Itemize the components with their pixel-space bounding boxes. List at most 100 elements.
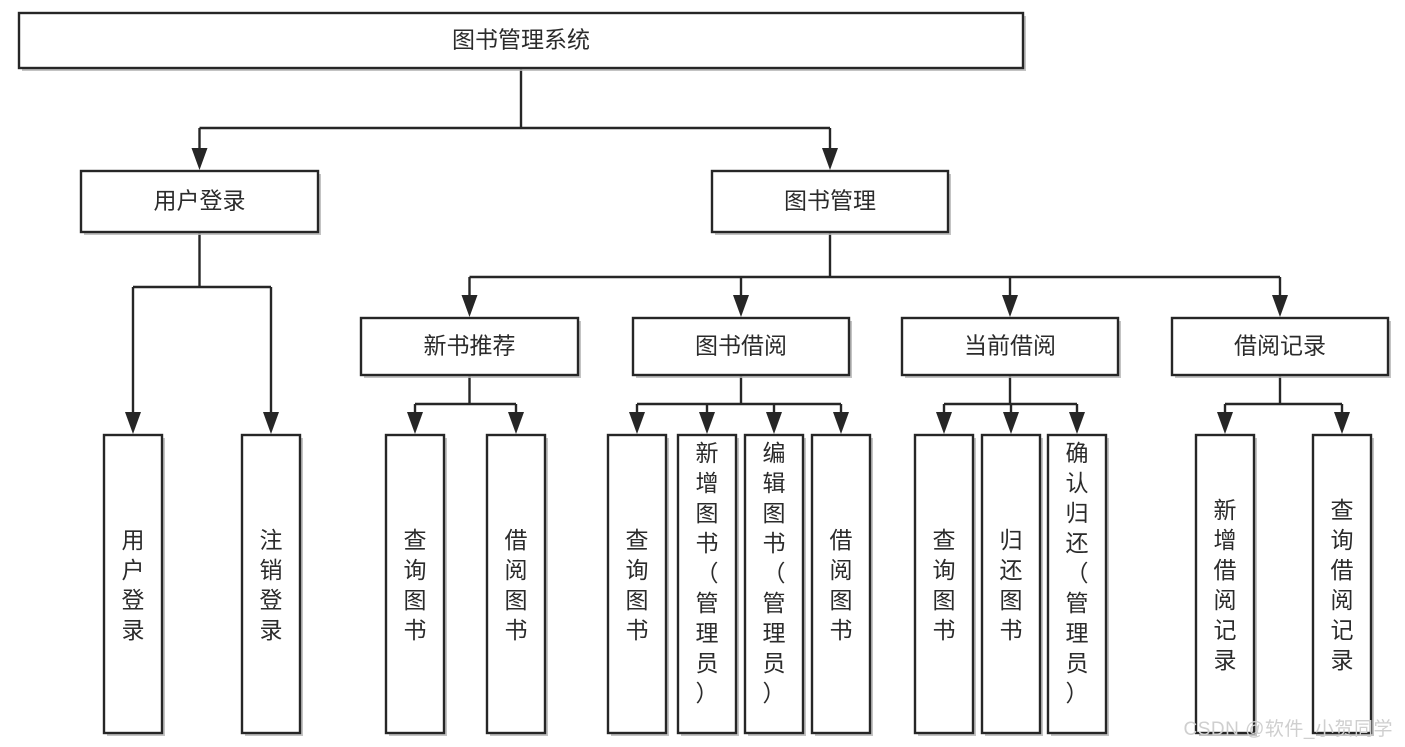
node-label-char: 书 xyxy=(505,617,528,643)
node-label-char: 询 xyxy=(626,557,649,583)
node-label-char: 记 xyxy=(1214,617,1237,643)
node-box[interactable] xyxy=(631,316,851,377)
node-label: 用户登录 xyxy=(154,188,246,214)
node-label-char: 图 xyxy=(933,587,956,613)
node-box[interactable] xyxy=(676,433,738,735)
node-box[interactable] xyxy=(1311,433,1373,735)
node-label-char: 辑 xyxy=(763,470,786,496)
node-label-char: 查 xyxy=(626,527,649,553)
node-label-char: 查 xyxy=(933,527,956,553)
node-l-user-login[interactable]: 用户登录 xyxy=(102,433,165,736)
node-box[interactable] xyxy=(485,433,547,735)
node-label-char: 书 xyxy=(933,617,956,643)
node-label: 当前借阅 xyxy=(964,333,1056,359)
node-root[interactable]: 图书管理系统 xyxy=(17,11,1026,71)
node-label-char: 图 xyxy=(505,587,528,613)
node-label-char: 理 xyxy=(763,620,786,646)
node-box[interactable] xyxy=(102,433,164,735)
node-box[interactable] xyxy=(900,316,1120,377)
node-label-char: 借 xyxy=(505,527,528,553)
node-label-char: 借 xyxy=(830,527,853,553)
node-label-char: （ xyxy=(1066,560,1089,586)
node-label-char: 确 xyxy=(1066,440,1089,466)
node-n-borrow-record[interactable]: 借阅记录 xyxy=(1170,316,1391,378)
node-label-char: 还 xyxy=(1066,530,1089,556)
node-label-char: 新 xyxy=(1214,497,1237,523)
node-box[interactable] xyxy=(743,433,805,735)
node-label-char: ） xyxy=(1066,680,1089,706)
watermark-text: CSDN @软件_小贺同学 xyxy=(1183,719,1393,740)
node-label-char: 图 xyxy=(626,587,649,613)
node-label-char: 阅 xyxy=(830,557,853,583)
node-box[interactable] xyxy=(240,433,302,735)
node-label-char: 书 xyxy=(404,617,427,643)
node-n-current-borrow[interactable]: 当前借阅 xyxy=(900,316,1121,378)
node-label-char: 记 xyxy=(1331,617,1354,643)
node-n-new-book-rec[interactable]: 新书推荐 xyxy=(359,316,581,378)
node-label-char: 阅 xyxy=(1214,587,1237,613)
connector-layer xyxy=(125,68,1350,434)
node-label: 新书推荐 xyxy=(424,333,516,359)
node-label-char: 录 xyxy=(1331,647,1354,673)
node-label-char: 查 xyxy=(1331,497,1354,523)
node-box[interactable] xyxy=(913,433,975,735)
node-label-char: 归 xyxy=(1066,500,1089,526)
node-label-char: （ xyxy=(696,560,719,586)
node-label-char: 阅 xyxy=(1331,587,1354,613)
node-box[interactable] xyxy=(810,433,872,735)
node-box[interactable] xyxy=(1194,433,1256,735)
node-label-char: 管 xyxy=(763,590,786,616)
node-label-char: 归 xyxy=(1000,527,1023,553)
node-n-book-borrow[interactable]: 图书借阅 xyxy=(631,316,852,378)
node-box[interactable] xyxy=(1046,433,1108,735)
node-label-char: 图 xyxy=(404,587,427,613)
node-label: 借阅记录 xyxy=(1234,333,1326,359)
node-label-char: 借 xyxy=(1214,557,1237,583)
node-box[interactable] xyxy=(384,433,446,735)
node-box[interactable] xyxy=(17,11,1025,70)
node-box[interactable] xyxy=(980,433,1042,735)
node-label-char: 询 xyxy=(404,557,427,583)
node-box[interactable] xyxy=(1170,316,1390,377)
node-label-char: 员 xyxy=(696,650,719,676)
node-label-char: 认 xyxy=(1066,470,1089,496)
node-label-char: 书 xyxy=(696,530,719,556)
node-label-char: ） xyxy=(763,680,786,706)
node-label-char: 编 xyxy=(763,440,786,466)
node-label-char: 录 xyxy=(122,617,145,643)
node-label-char: 询 xyxy=(1331,527,1354,553)
node-label-char: 注 xyxy=(260,527,283,553)
node-label-char: 户 xyxy=(122,557,145,583)
node-label-char: 登 xyxy=(260,587,283,613)
node-label: 图书借阅 xyxy=(695,333,787,359)
node-n-user-login[interactable]: 用户登录 xyxy=(79,169,321,235)
node-label-char: 图 xyxy=(830,587,853,613)
node-label-char: 录 xyxy=(260,617,283,643)
node-box[interactable] xyxy=(359,316,580,377)
node-box[interactable] xyxy=(79,169,320,234)
node-label-char: 用 xyxy=(122,527,145,553)
node-n-book-mgmt[interactable]: 图书管理 xyxy=(710,169,951,235)
node-label-char: 新 xyxy=(696,440,719,466)
node-box[interactable] xyxy=(606,433,668,735)
node-box[interactable] xyxy=(710,169,950,234)
node-layer: 图书管理系统用户登录图书管理新书推荐图书借阅当前借阅借阅记录用户登录注销登录查询… xyxy=(17,11,1391,736)
node-label-char: 增 xyxy=(1214,527,1237,553)
node-label-char: 管 xyxy=(696,590,719,616)
node-label-char: ） xyxy=(696,680,719,706)
node-label-char: 增 xyxy=(696,470,719,496)
